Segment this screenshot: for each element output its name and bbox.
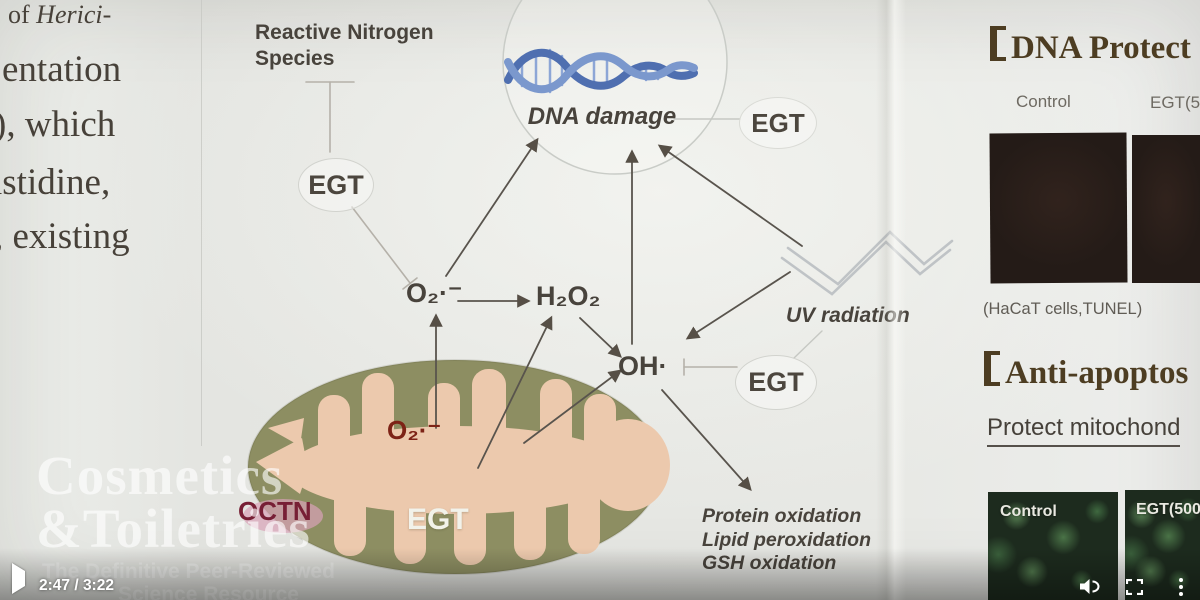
- mito-control-image: [988, 492, 1118, 600]
- egt-node-dna: EGT: [739, 97, 817, 149]
- article-text-line: , existing: [0, 216, 130, 257]
- egt-column-label: EGT(500: [1150, 93, 1200, 112]
- mito-egt-image: [1125, 490, 1200, 600]
- watermark-tagline1: The Definitive Peer-Reviewed: [42, 560, 335, 584]
- play-icon: [12, 563, 25, 594]
- more-options-icon: [1179, 578, 1183, 582]
- reactive-nitrogen-line2: Species: [255, 47, 335, 70]
- egt-label: EGT: [308, 169, 364, 200]
- anti-apoptosis-title-text: Anti-apoptos: [1005, 355, 1189, 391]
- mito-egt-label: EGT: [407, 503, 469, 536]
- tunel-control-image: [989, 132, 1128, 284]
- more-options-icon: [1179, 592, 1183, 596]
- anti-apoptosis-title: Anti-apoptos: [984, 351, 1188, 392]
- watermark-brand-line2: &Toiletries: [36, 498, 311, 559]
- reactive-nitrogen-line1: Reactive Nitrogen: [255, 21, 434, 44]
- reactive-nitrogen-label: Reactive Nitrogen Species: [255, 20, 434, 72]
- superoxide-label: O₂·⁻: [406, 278, 463, 308]
- green-egt-label: EGT(500: [1136, 501, 1200, 518]
- time-display: 2:47 / 3:22: [39, 577, 114, 594]
- more-options-button[interactable]: [1179, 578, 1183, 599]
- dna-damage-label: DNA damage: [527, 103, 677, 130]
- control-column-label: Control: [1016, 92, 1071, 111]
- lipid-peroxidation-line: Lipid peroxidation: [702, 528, 871, 551]
- egt-label: EGT: [751, 107, 805, 138]
- uv-zigzag-icon: [780, 230, 954, 296]
- article-word-italic: Herici-: [36, 0, 112, 29]
- dna-helix-icon: [504, 48, 698, 94]
- protect-mitochondria-subtitle: Protect mitochond: [987, 414, 1181, 447]
- article-text-line: istidine,: [0, 162, 111, 203]
- hydrogen-peroxide-label: H₂O₂: [536, 281, 601, 311]
- egt-node-top: EGT: [298, 158, 374, 212]
- volume-button[interactable]: [1080, 578, 1100, 595]
- fullscreen-icon: [1125, 578, 1144, 596]
- player-controls-bar: [0, 548, 1200, 600]
- watermark-tagline2: Science Resource: [118, 583, 299, 600]
- more-options-icon: [1179, 585, 1183, 589]
- article-text-line: ), which: [0, 104, 116, 145]
- tunel-egt-image: [1132, 135, 1200, 283]
- protein-oxidation-line: Protein oxidation: [702, 505, 862, 527]
- dna-protection-title: DNA Protect: [990, 26, 1191, 67]
- watermark-brand-line1: Cosmetics: [36, 445, 284, 506]
- fullscreen-button[interactable]: [1125, 578, 1144, 596]
- article-text-line: entation: [2, 49, 122, 90]
- article-text-line: of Herici-: [8, 0, 111, 30]
- mito-superoxide-label: O₂·⁻: [387, 415, 442, 445]
- volume-icon: [1080, 579, 1100, 594]
- tunel-caption: (HaCaT cells,TUNEL): [983, 300, 1143, 318]
- hydroxyl-radical-label: OH·: [618, 351, 668, 381]
- column-divider: [201, 0, 202, 446]
- octn-label: OCTN: [238, 496, 312, 526]
- egt-node-oh: EGT: [735, 355, 817, 410]
- article-word: of: [8, 0, 37, 29]
- page-fold: [876, 0, 906, 600]
- gsh-oxidation-line: GSH oxidation: [702, 552, 871, 576]
- dna-protection-title-text: DNA Protect: [1011, 30, 1191, 66]
- oxidation-effects-label: Protein oxidation Lipid peroxidation GSH…: [702, 505, 871, 576]
- green-control-label: Control: [1000, 503, 1057, 520]
- lenticular-bracket-icon: [984, 351, 1000, 386]
- cell-circle: [502, 0, 728, 175]
- lenticular-bracket-icon: [990, 26, 1006, 61]
- egt-label: EGT: [748, 367, 804, 397]
